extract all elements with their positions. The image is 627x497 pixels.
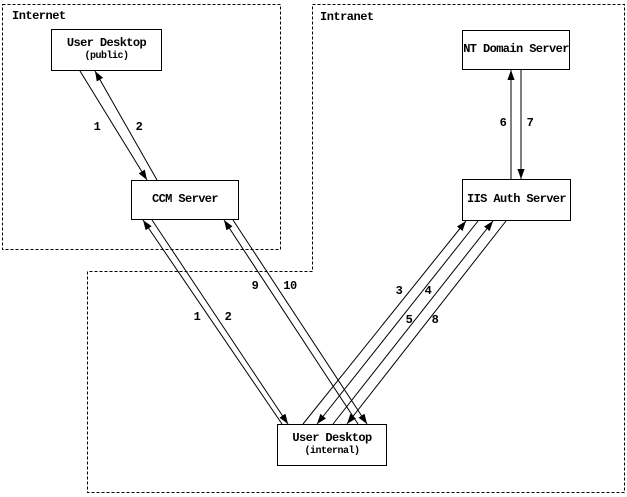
node-ccm-server: CCM Server: [131, 180, 239, 220]
zone-intranet-border: [87, 4, 625, 493]
node-user-desktop-internal-label: User Desktop: [292, 431, 372, 446]
edge-label-ccm-public-2: 2: [135, 120, 143, 134]
zone-internet-label: Internet: [12, 9, 66, 23]
edge-label-iis-nt-6: 6: [499, 116, 507, 130]
node-iis-auth-server: IIS Auth Server: [462, 179, 571, 221]
edge-label-nt-iis-7: 7: [526, 116, 534, 130]
edge-line-iis-to-internal-8: [346, 220, 507, 425]
edge-label-ccm-internal-2: 2: [224, 310, 232, 324]
node-user-desktop-internal-sublabel: (internal): [304, 446, 360, 458]
edge-label-iis-internal-4: 4: [424, 284, 432, 298]
node-user-desktop-public-sublabel: (public): [84, 51, 129, 63]
zone-intranet-label: Intranet: [320, 10, 374, 24]
edge-label-internal-ccm-1: 1: [193, 310, 201, 324]
edge-line-internal-to-ccm-9: [223, 219, 359, 425]
edge-label-public-ccm-1: 1: [93, 120, 101, 134]
node-user-desktop-internal: User Desktop (internal): [277, 424, 387, 466]
edge-line-ccm-to-public-2: [94, 70, 158, 181]
node-nt-domain-server: NT Domain Server: [462, 30, 570, 70]
edge-label-internal-ccm-9: 9: [251, 279, 259, 293]
edge-line-public-to-ccm-1: [79, 70, 148, 181]
edge-line-internal-to-iis-3: [302, 220, 467, 425]
node-ccm-server-label: CCM Server: [151, 192, 219, 207]
edge-label-internal-iis-5: 5: [405, 313, 413, 327]
node-nt-domain-server-label: NT Domain Server: [463, 42, 569, 57]
node-iis-auth-server-label: IIS Auth Server: [466, 192, 567, 207]
edge-line-ccm-to-internal-2: [151, 219, 289, 425]
edge-line-iis-to-internal-4: [316, 220, 479, 425]
edge-label-internal-iis-3: 3: [395, 284, 403, 298]
zone-internet-border: [2, 4, 281, 250]
edge-line-internal-to-ccm-1: [142, 219, 283, 425]
edge-line-ccm-to-internal-10: [232, 219, 368, 425]
edge-line-internal-to-iis-5: [332, 220, 494, 425]
edge-label-iis-internal-8: 8: [431, 313, 439, 327]
node-user-desktop-public-label: User Desktop: [66, 36, 147, 51]
node-user-desktop-public: User Desktop (public): [51, 29, 162, 71]
edge-label-ccm-internal-10: 10: [283, 279, 297, 293]
